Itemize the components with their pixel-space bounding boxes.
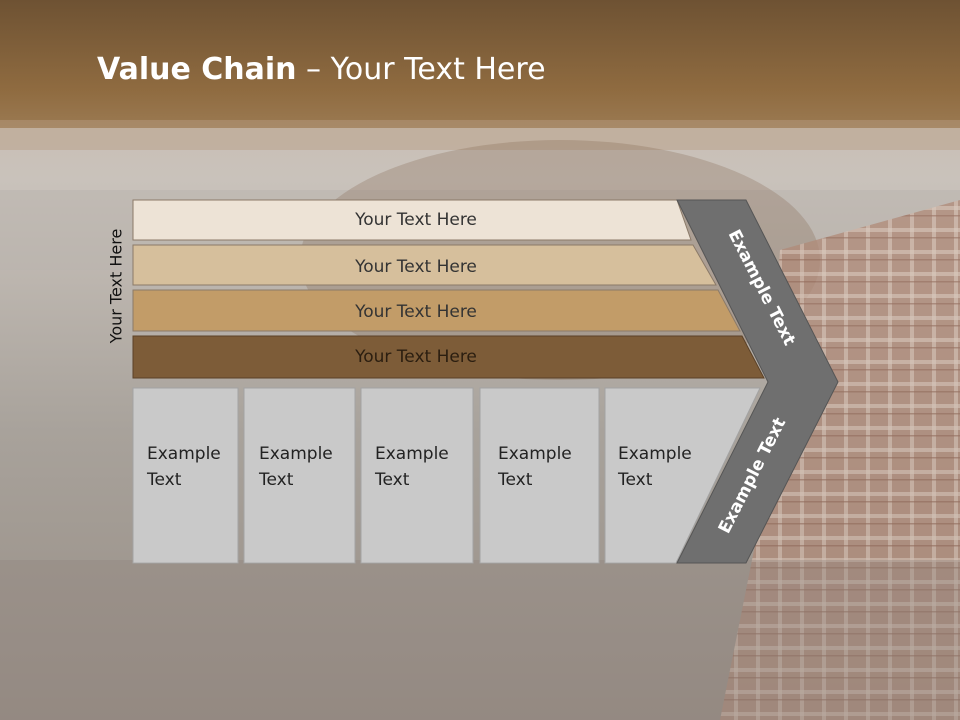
bar-4 (132, 335, 765, 379)
reflection-text-3: Example (375, 662, 449, 682)
bar-4-label: Your Text Here (354, 347, 477, 367)
reflection-text-3b: Text (374, 636, 410, 656)
reflection-text-5b: Text (617, 636, 653, 656)
box-2 (243, 387, 356, 564)
box-1 (132, 387, 239, 564)
reflection-text-4b: Text (497, 636, 533, 656)
box-3 (360, 387, 474, 564)
box-4 (479, 387, 600, 564)
box-3-line1: Example (375, 444, 449, 464)
title-bold: Value Chain (97, 52, 297, 87)
box-2-line2: Text (258, 470, 294, 490)
bar-1 (132, 199, 692, 241)
bar-2 (132, 244, 717, 286)
bar-3 (132, 289, 741, 332)
bar-2-label: Your Text Here (354, 257, 477, 277)
box-4-line2: Text (497, 470, 533, 490)
reflection-text-1: Example (147, 662, 221, 682)
reflection-text-2: Example (259, 662, 333, 682)
bar-1-label: Your Text Here (354, 210, 477, 230)
reflection-text-1b: Text (146, 636, 182, 656)
bar-3-label: Your Text Here (354, 302, 477, 322)
page-title: Value Chain – Your Text Here (97, 52, 546, 87)
box-4-line1: Example (498, 444, 572, 464)
box-5-line2: Text (617, 470, 653, 490)
reflection-text-2b: Text (258, 636, 294, 656)
box-1-line2: Text (146, 470, 182, 490)
diagram-reflection: Example Text Example Text Example Text E… (132, 562, 790, 720)
box-1-line1: Example (147, 444, 221, 464)
title-rest: – Your Text Here (296, 52, 546, 87)
box-5-line1: Example (618, 444, 692, 464)
reflection-text-5: Example (618, 662, 692, 682)
box-2-line1: Example (259, 444, 333, 464)
reflection-text-4: Example (498, 662, 572, 682)
box-3-line2: Text (374, 470, 410, 490)
